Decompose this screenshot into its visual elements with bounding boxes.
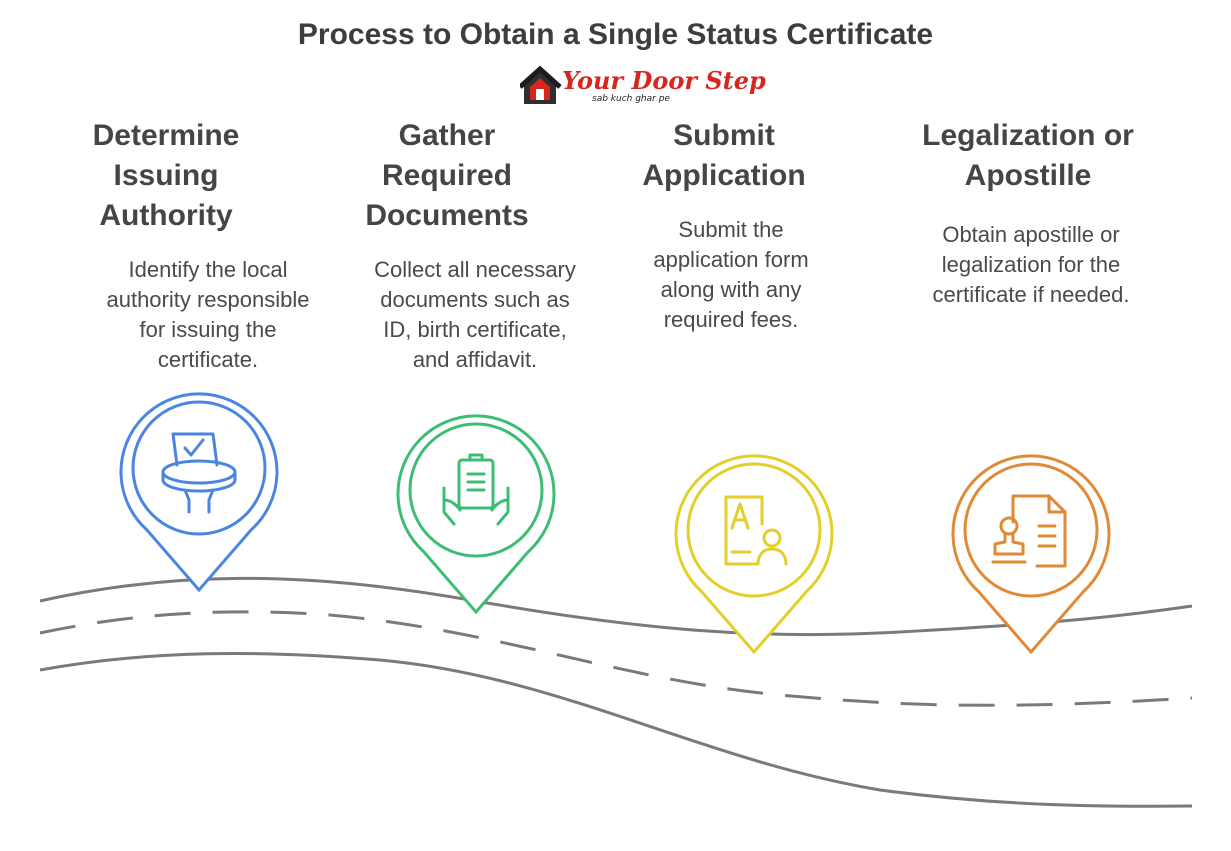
step-2-title-line: Documents: [365, 199, 529, 232]
road-center-dashes: [39, 610, 1193, 707]
step-1-title: Determine Issuing Authority: [56, 116, 276, 236]
house-icon: [518, 65, 562, 104]
step-1-description-line: authority responsible: [106, 287, 310, 312]
logo-tagline: sab kuch ghar pe: [592, 94, 670, 104]
step-4-description: Obtain apostille or legalization for the…: [906, 220, 1156, 310]
logo-name: Your Door Step: [562, 66, 766, 95]
step-2-marker: [396, 414, 556, 615]
step-3-description-line: Submit the: [678, 217, 784, 242]
step-2-description: Collect all necessary documents such as …: [351, 255, 599, 375]
clipboard-in-hands-icon: [442, 453, 510, 526]
step-2-title: Gather Required Documents: [337, 116, 557, 236]
step-1-description-line: Identify the local: [128, 257, 288, 282]
step-2-description-line: documents such as: [380, 287, 570, 312]
step-4-title: Legalization or Apostille: [898, 116, 1158, 196]
step-1-marker: [119, 392, 279, 593]
step-1-title-line: Issuing: [113, 159, 219, 192]
application-id-icon: [724, 495, 788, 566]
step-3-marker: [674, 454, 834, 655]
step-3-title-line: Submit: [673, 119, 775, 152]
step-4-title-line: Legalization or: [922, 119, 1134, 152]
step-2-description-line: ID, birth certificate,: [383, 317, 567, 342]
road-bottom-edge: [39, 651, 1193, 808]
page-title: Process to Obtain a Single Status Certif…: [297, 18, 934, 51]
step-2-title-line: Gather: [398, 119, 496, 152]
step-4-title-line: Apostille: [964, 159, 1092, 192]
step-3-title: Submit Application: [614, 116, 834, 196]
step-3-description: Submit the application form along with a…: [607, 215, 855, 335]
step-2-title-line: Required: [381, 159, 513, 192]
step-4-description-line: certificate if needed.: [932, 282, 1130, 307]
step-3-description-line: along with any: [660, 277, 802, 302]
step-2-description-line: Collect all necessary: [374, 257, 576, 282]
ballot-box-icon: [161, 432, 237, 514]
step-1-description-line: for issuing the: [139, 317, 277, 342]
step-1-title-line: Authority: [99, 199, 233, 232]
step-3-title-line: Application: [642, 159, 806, 192]
stamp-document-icon: [991, 494, 1067, 568]
step-1-title-line: Determine: [92, 119, 240, 152]
step-4-description-line: legalization for the: [941, 252, 1121, 277]
step-3-description-line: application form: [653, 247, 809, 272]
step-4-marker: [951, 454, 1111, 655]
step-1-description: Identify the local authority responsible…: [84, 255, 332, 375]
step-2-description-line: and affidavit.: [412, 347, 538, 372]
step-4-description-line: Obtain apostille or: [942, 222, 1120, 247]
step-3-description-line: required fees.: [663, 307, 799, 332]
logo: Your Door Step sab kuch ghar pe: [518, 64, 766, 110]
step-1-description-line: certificate.: [157, 347, 259, 372]
